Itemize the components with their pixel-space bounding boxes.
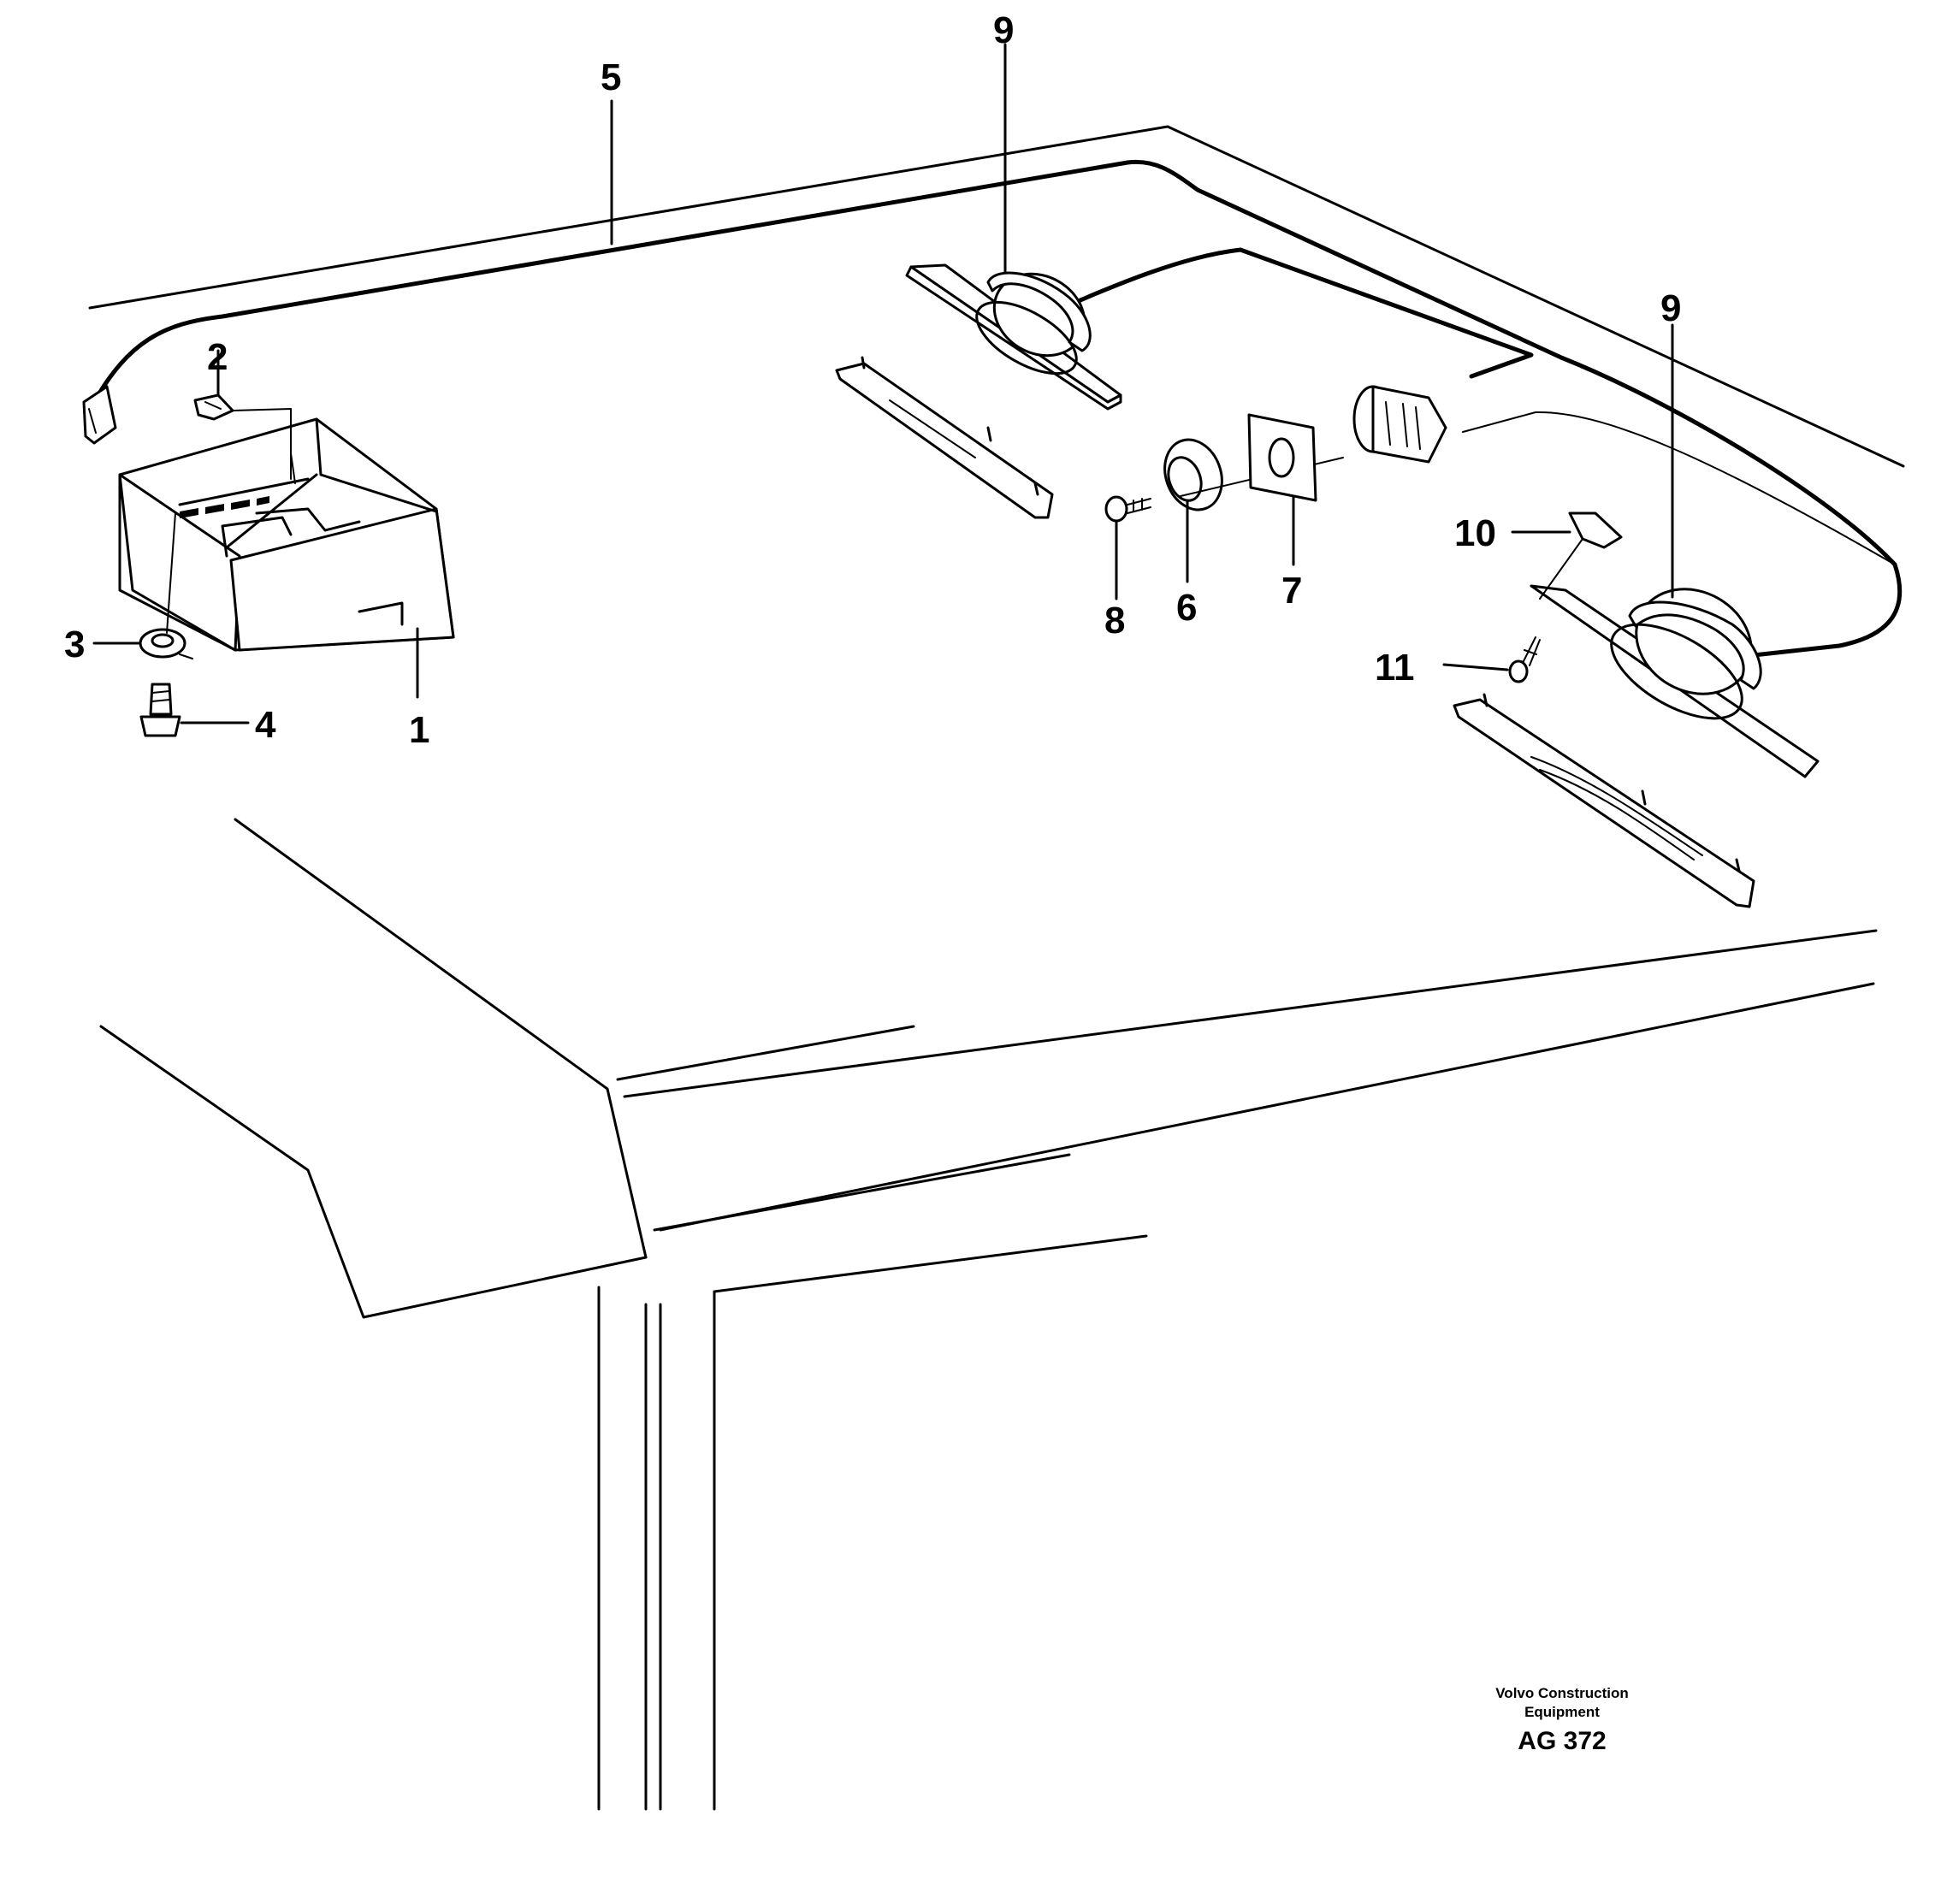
callout-7: 7 [1281,570,1302,612]
plate [1247,413,1317,502]
screw-small [1104,495,1151,523]
callout-11: 11 [1375,647,1415,689]
screw-right [1508,636,1541,683]
knob [1163,438,1344,511]
screw [139,683,181,737]
callout-6: 6 [1176,587,1197,629]
connector-block [1352,385,1447,464]
callout-4: 4 [255,704,276,746]
callout-1: 1 [409,709,429,751]
leader-lines [92,43,1674,724]
company-name-line2: Equipment [1524,1704,1600,1720]
callout-9-left: 9 [993,9,1014,51]
speaker-right [1530,584,1820,778]
footer: Volvo Construction Equipment AG 372 [1495,1685,1629,1755]
cab-roof [88,125,1905,1811]
callout-9-right: 9 [1660,287,1681,329]
radio-holder [118,417,455,652]
callouts: 1 2 3 4 5 6 7 8 9 9 10 11 [64,9,1681,751]
grille-right [1453,693,1755,908]
company-name-line1: Volvo Construction [1495,1685,1629,1701]
speaker-left [905,263,1122,411]
grille-left [835,356,1054,519]
clip-right [1539,511,1623,600]
callout-5: 5 [601,56,621,98]
nut [139,512,193,659]
callout-2: 2 [207,336,228,378]
callout-3: 3 [64,624,85,665]
callout-10: 10 [1454,512,1496,554]
drawing-id: AG 372 [1518,1727,1606,1755]
clip [193,393,292,480]
callout-8: 8 [1104,600,1125,642]
